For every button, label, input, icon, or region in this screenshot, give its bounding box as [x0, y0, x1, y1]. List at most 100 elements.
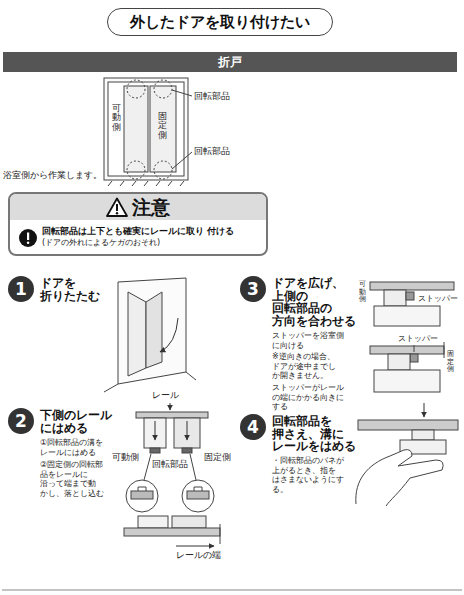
door-frame-illustration-part — [156, 181, 160, 186]
section-title: 折戸 — [3, 52, 457, 72]
note-text: 浴室側から作業します。 — [3, 170, 102, 181]
hand-press-illustration-part — [356, 450, 443, 506]
lower-rail-illustration-part — [220, 524, 221, 544]
lower-rail-illustration-part — [182, 480, 214, 512]
upper-part-illustration-part — [414, 345, 415, 352]
part-label: ストッパー — [418, 294, 458, 303]
caution-box: 注意回転部品は上下とも確実にレールに取り 付ける(ドアの外れによるケガのおそれ) — [8, 192, 268, 256]
step-text: ストッパーがレール の端にかかる向きに する — [272, 383, 356, 412]
title-text: 外したドアを取り付けたい — [130, 13, 310, 31]
hand-press-illustration-part — [424, 403, 425, 417]
hand-press-illustration-part — [412, 430, 434, 440]
warning-icon — [116, 204, 118, 211]
folded-door-illustration-part — [104, 384, 118, 392]
door-frame-illustration-part — [144, 181, 148, 186]
lower-rail-illustration-part — [194, 487, 202, 491]
prohibition-icon — [27, 233, 29, 241]
caution-note: (ドアの外れによるケガのおそれ) — [42, 238, 258, 248]
lower-rail-illustration — [124, 403, 220, 546]
caution-heading: 注意 — [132, 196, 170, 218]
lower-rail-illustration-part — [155, 421, 156, 440]
step-text: ・回転部品のバネが 上がるとき、指を はさまないようにす る。 — [272, 456, 348, 494]
folded-door-illustration-part — [128, 292, 146, 376]
door-frame-illustration-part — [180, 181, 184, 186]
step-text: ②固定側の回転部 品をレールに 沿って端まで動 かし、落とし込む — [40, 460, 112, 498]
door-frame-illustration-part — [108, 181, 112, 186]
step-heading: ドアを 折りたたむ — [40, 277, 110, 302]
door-frame-illustration-part — [120, 181, 124, 186]
part-label: レールの端 — [176, 550, 221, 561]
door-frame-illustration-part — [124, 86, 148, 172]
door-frame-illustration-part — [127, 161, 145, 179]
step-text: ※逆向きの場合、 ドアが途中までし か開きません。 — [272, 352, 356, 381]
lower-rail-illustration-part — [124, 528, 220, 536]
upper-part-illustration-part — [444, 342, 445, 358]
upper-part-illustration-part — [374, 306, 440, 326]
lower-rail-illustration-part — [150, 448, 160, 453]
side-label: 固定側 — [158, 112, 167, 140]
lower-rail-illustration-part — [144, 418, 166, 448]
warning-icon — [107, 199, 127, 217]
hand-press-illustration-part — [358, 420, 458, 430]
caution-header: 注意 — [10, 194, 266, 220]
side-label: 可動側 — [359, 281, 366, 304]
lower-rail-illustration-part — [182, 448, 192, 453]
lower-rail-illustration-part — [138, 516, 168, 528]
lower-rail-illustration-part — [136, 412, 208, 418]
lower-rail-illustration-part — [126, 480, 158, 512]
step-badge: 3ドアを広げ、 上側の 回転部品の 方向を合わせる — [240, 276, 266, 302]
prohibition-icon — [19, 229, 37, 247]
folded-door-illustration-part — [118, 278, 186, 384]
upper-part-illustration-part — [406, 292, 414, 300]
side-label: 固定側 — [447, 351, 454, 374]
lower-rail-illustration-part — [144, 454, 151, 480]
hand-press-illustration — [356, 403, 458, 506]
step-number: 4 — [240, 414, 266, 440]
step-heading: ドアを広げ、 上側の 回転部品の 方向を合わせる — [272, 277, 360, 328]
door-frame-illustration — [104, 78, 192, 186]
upper-part-illustration-part — [388, 354, 410, 370]
part-label: ストッパー — [398, 334, 438, 343]
door-frame-illustration-part — [132, 181, 136, 186]
lower-rail-illustration-part — [174, 418, 200, 448]
lower-rail-illustration-part — [187, 421, 188, 440]
bottom-rule — [2, 590, 462, 591]
door-frame-illustration-part — [127, 80, 145, 98]
caution-text: 回転部品は上下とも確実にレールに取り 付ける — [42, 226, 258, 238]
step-heading: 下側のレール にはめる — [40, 409, 118, 434]
warning-icon — [106, 197, 128, 217]
prohibition-icon — [19, 229, 37, 247]
lower-rail-illustration-part — [138, 487, 146, 491]
caution-body: 回転部品は上下とも確実にレールに取り 付ける(ドアの外れによるケガのおそれ) — [10, 220, 266, 254]
folded-door-illustration-part — [186, 372, 196, 380]
door-frame-illustration-part — [154, 161, 172, 179]
step-text: ①回転部品の溝を レールにはめる — [40, 438, 112, 457]
lower-rail-illustration-part — [190, 454, 196, 480]
folded-door-illustration — [104, 278, 196, 392]
side-label: 固定側 — [204, 452, 231, 463]
upper-part-illustration-part — [374, 370, 440, 392]
upper-part-illustration-part — [410, 354, 418, 362]
part-label: 回転部品 — [194, 91, 230, 102]
upper-part-illustration-part — [370, 282, 454, 290]
title-box: 外したドアを取り付けたい — [107, 8, 333, 36]
lower-rail-illustration-part — [131, 491, 153, 499]
folded-door-illustration-part — [146, 292, 162, 368]
door-frame-illustration-part — [168, 181, 172, 186]
lower-rail-illustration-part — [170, 403, 171, 410]
section-band: 折戸 — [3, 52, 457, 72]
part-label: 回転部品 — [152, 459, 188, 470]
part-label: 回転部品 — [194, 146, 230, 157]
side-label: 可動側 — [112, 104, 121, 132]
lower-rail-illustration-part — [176, 546, 214, 547]
step-number: 1 — [8, 276, 34, 302]
part-label: レール — [152, 390, 179, 401]
step-badge: 4回転部品を 押さえ、溝に レールをはめる — [240, 414, 266, 440]
lower-rail-illustration-part — [187, 491, 209, 499]
lower-rail-illustration-part — [172, 516, 206, 528]
step-heading: 回転部品を 押さえ、溝に レールをはめる — [272, 415, 360, 453]
warning-icon — [116, 212, 118, 214]
step-badge: 2下側のレール にはめる — [8, 408, 34, 434]
upper-part-illustration-part — [384, 290, 406, 306]
door-frame-illustration-part — [104, 78, 188, 180]
